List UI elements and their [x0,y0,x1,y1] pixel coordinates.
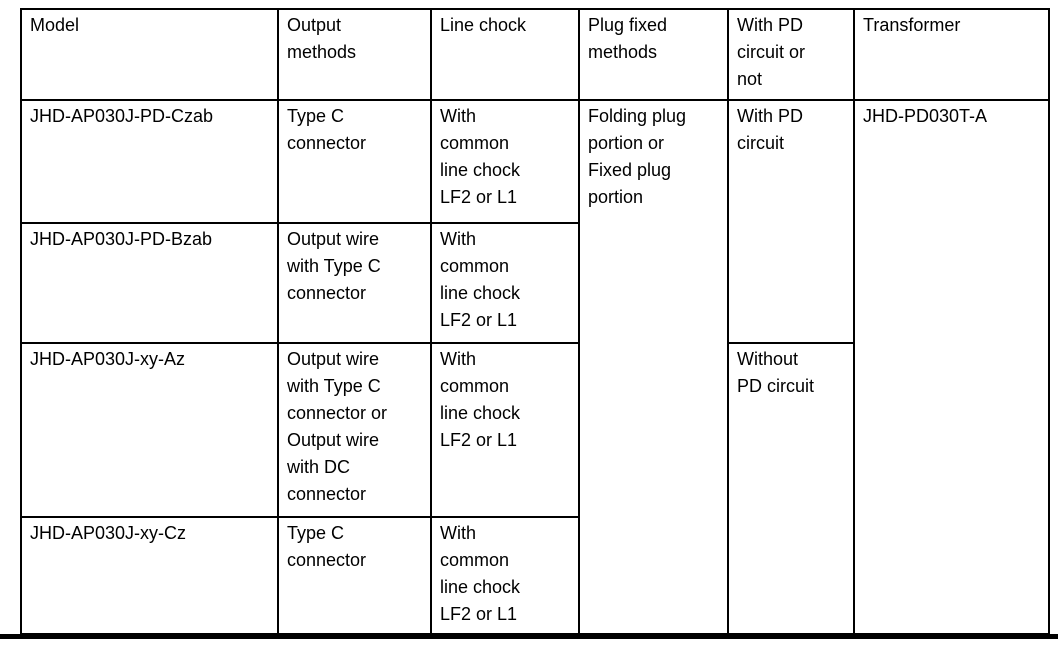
header-line-chock: Line chock [430,8,580,101]
header-plug-fixed: Plug fixed methods [578,8,729,101]
cell-line-chock: With common line chock LF2 or L1 [430,342,580,518]
cell-output-methods: Output wire with Type C connector or Out… [277,342,432,518]
cell-line-chock: With common line chock LF2 or L1 [430,516,580,635]
table-header-row: Model Output methods Line chock Plug fix… [20,8,1050,101]
cell-line-chock: With common line chock LF2 or L1 [430,99,580,224]
cell-with-pd-circuit: With PD circuit [727,99,855,344]
page-divider-rule [0,634,1058,639]
models-table: Model Output methods Line chock Plug fix… [20,8,1050,635]
cell-model: JHD-AP030J-xy-Cz [20,516,279,635]
cell-output-methods: Type C connector [277,99,432,224]
header-transformer: Transformer [853,8,1050,101]
table-row: JHD-AP030J-xy-Az Output wire with Type C… [20,342,1049,635]
table-row: JHD-AP030J-PD-Czab Type C connector With… [20,99,1050,635]
table-row: JHD-AP030J-xy-Cz Type C connector With c… [20,516,1049,635]
cell-model: JHD-AP030J-PD-Bzab [20,222,279,344]
cell-plug-fixed-methods: Folding plug portion or Fixed plug porti… [578,99,729,635]
cell-line-chock: With common line chock LF2 or L1 [430,222,580,344]
header-output-methods: Output methods [277,8,432,101]
cell-without-pd-circuit: Without PD circuit [727,342,855,635]
header-pd-circuit: With PD circuit or not [727,8,855,101]
cell-transformer: JHD-PD030T-A [853,99,1050,635]
cell-output-methods: Type C connector [277,516,432,635]
header-model: Model [20,8,279,101]
cell-output-methods: Output wire with Type C connector [277,222,432,344]
cell-model: JHD-AP030J-xy-Az [20,342,279,518]
cell-model: JHD-AP030J-PD-Czab [20,99,279,224]
table-row: JHD-AP030J-PD-Bzab Output wire with Type… [20,222,1049,344]
